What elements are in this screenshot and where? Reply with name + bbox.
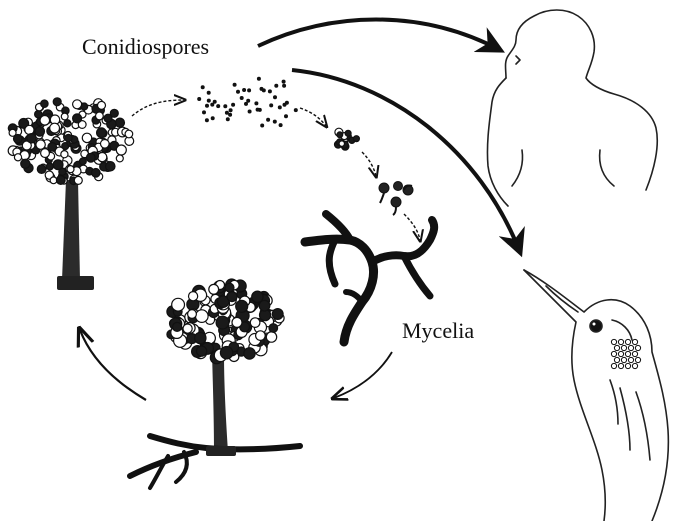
- label-mycelia: Mycelia: [402, 318, 475, 343]
- cycle-arrows: [80, 17, 525, 401]
- arrow-to-bird: [291, 68, 525, 258]
- germinating-spore-group: [378, 181, 414, 216]
- conidiophore-left: [7, 97, 135, 290]
- spore-cluster: [333, 127, 360, 151]
- germinating-spores: [333, 127, 414, 216]
- arrow-conidiophore-to-spores: [131, 100, 184, 117]
- arrow-to-human: [257, 17, 505, 53]
- conidiophore-bottom: [127, 278, 303, 490]
- bird-head: [523, 269, 670, 521]
- arrow-spores-to-cluster: [299, 107, 326, 126]
- human-silhouette: [486, 9, 659, 207]
- conidiophore-bottom-head: [166, 278, 285, 365]
- label-conidiospores: Conidiospores: [82, 34, 210, 59]
- mycelium: [300, 210, 439, 347]
- arrow-mycelia-to-conidiophore: [334, 351, 393, 398]
- bird-collar: [610, 338, 642, 370]
- arrow-cluster-to-germination: [361, 151, 376, 176]
- conidiophore-left-head: [7, 97, 135, 186]
- arrow-conidiophore-to-head: [80, 330, 147, 401]
- spore-cloud: [197, 76, 298, 128]
- arrow-germination-to-mycelium: [403, 213, 420, 240]
